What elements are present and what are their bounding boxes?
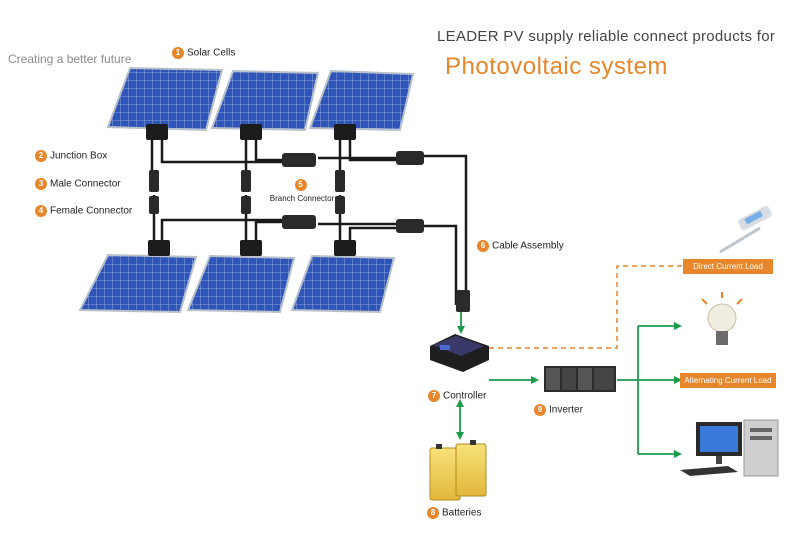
flow-arrows: [456, 312, 682, 458]
street-light-icon: [719, 205, 772, 254]
dc-load-dashed-line: [480, 265, 683, 349]
number-badge: 3: [35, 177, 47, 190]
junction-box-unit: [334, 124, 356, 140]
number-badge: 1: [172, 46, 184, 59]
number-badge: 2: [35, 149, 47, 162]
junction-box-unit: [334, 240, 356, 256]
junction-box-unit: [148, 240, 170, 256]
junction-box-unit: [240, 124, 262, 140]
computer-icon: [680, 419, 779, 477]
branch-connectors: [282, 151, 424, 233]
number-badge: 4: [35, 204, 47, 217]
number-badge: 5: [294, 178, 307, 191]
controller-device: [430, 334, 489, 372]
tagline: Creating a better future: [8, 52, 132, 66]
light-bulb-icon: [701, 292, 743, 345]
label-branch-connector: 5 Branch Connector: [269, 178, 335, 203]
number-badge: 8: [427, 506, 439, 519]
ac-load-box: Alternating Current Load: [680, 373, 776, 388]
bottom-solar-panels: [78, 253, 396, 314]
solar-panel: [290, 254, 396, 314]
top-solar-panels: [106, 66, 415, 132]
inverter-device: [544, 366, 616, 392]
number-badge: 7: [428, 389, 440, 402]
headline-line2: Photovoltaic system: [445, 53, 668, 80]
number-badge: 9: [534, 403, 546, 416]
number-badge: 6: [477, 239, 489, 252]
junction-boxes: [146, 124, 356, 256]
solar-panel: [78, 253, 198, 314]
dc-load-box: Direct Current Load: [683, 259, 773, 274]
junction-box-unit: [240, 240, 262, 256]
mc-connectors: [149, 170, 470, 312]
solar-panel: [186, 254, 296, 314]
headline-line1: LEADER PV supply reliable connect produc…: [437, 28, 776, 45]
solar-panel: [308, 69, 415, 132]
solar-panel: [106, 66, 224, 132]
solar-panel: [210, 69, 320, 132]
junction-box-unit: [146, 124, 168, 140]
batteries-device: [429, 440, 487, 501]
